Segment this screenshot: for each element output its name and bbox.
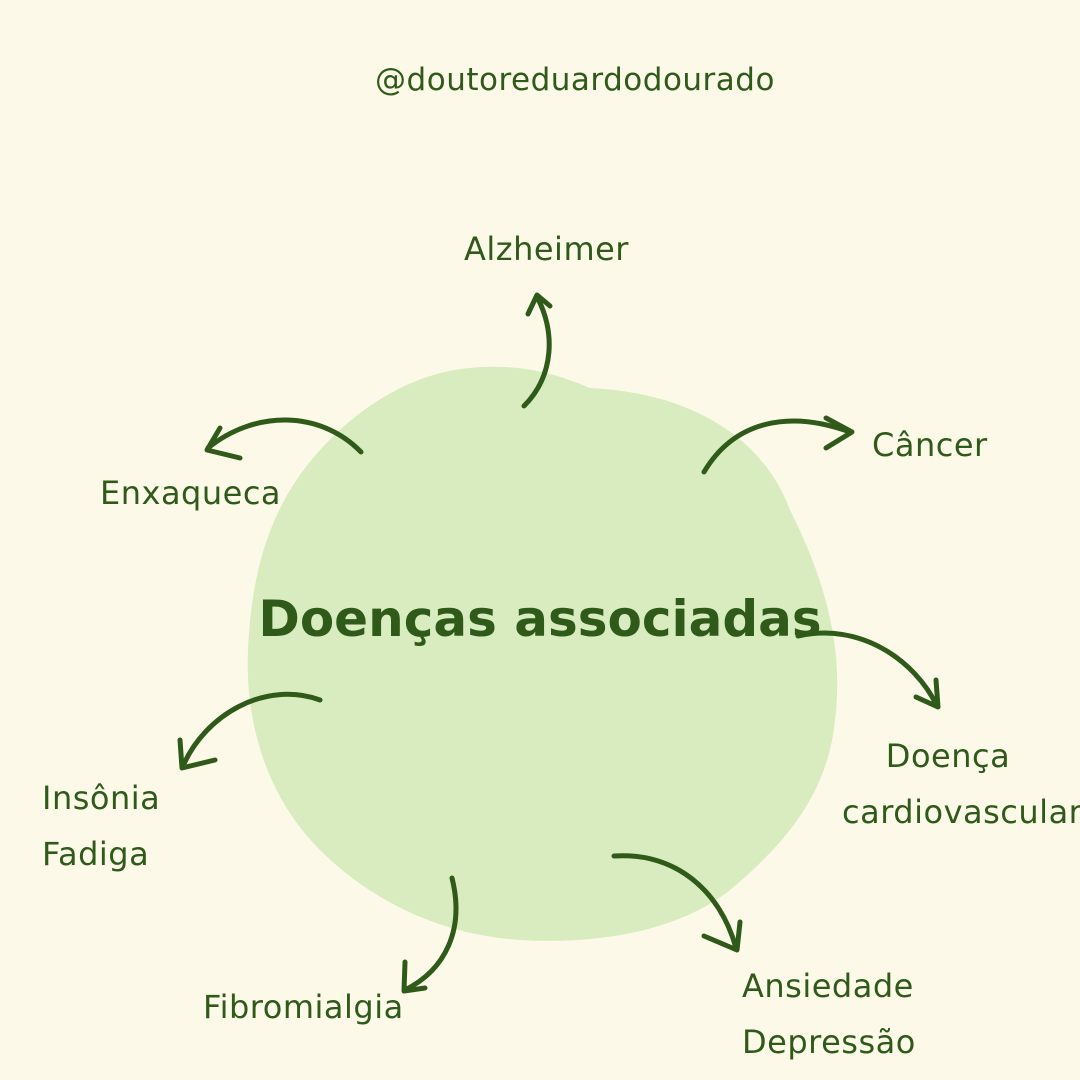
item-alzheimer-label: Alzheimer — [464, 230, 629, 268]
item-alzheimer: Alzheimer — [464, 230, 629, 268]
item-doenca-cardiovascular: Doença cardiovascular — [842, 728, 1080, 840]
arrow-insonia-fadiga — [177, 691, 323, 771]
item-doenca-cardiovascular-line-2: cardiovascular — [842, 793, 1080, 831]
arrow-enxaqueca — [204, 417, 364, 461]
arrow-doenca-cardiovascular — [795, 630, 941, 710]
item-ansiedade-depressao: Ansiedade Depressão — [742, 958, 916, 1070]
item-cancer-label: Câncer — [872, 426, 988, 464]
arrow-cancer — [701, 415, 855, 475]
item-fibromialgia: Fibromialgia — [203, 988, 404, 1026]
item-insonia-fadiga-line-2: Fadiga — [42, 835, 150, 873]
arrow-alzheimer — [521, 292, 553, 409]
diagram-title: Doenças associadas — [258, 590, 822, 648]
item-ansiedade-depressao-line-1: Ansiedade — [742, 967, 914, 1005]
item-insonia-fadiga-line-1: Insônia — [42, 779, 161, 817]
item-fibromialgia-label: Fibromialgia — [203, 988, 404, 1026]
item-cancer: Câncer — [872, 426, 988, 464]
item-enxaqueca-label: Enxaqueca — [100, 474, 282, 512]
item-insonia-fadiga: Insônia Fadiga — [42, 770, 160, 882]
author-handle: @doutoreduardodourado — [375, 62, 775, 98]
center-blob-shape — [247, 366, 838, 941]
arrow-ansiedade-depressao — [611, 853, 743, 953]
item-doenca-cardiovascular-line-1: Doença — [885, 737, 1011, 775]
arrow-fibromialgia — [401, 875, 459, 994]
item-enxaqueca: Enxaqueca — [100, 474, 281, 512]
item-ansiedade-depressao-line-2: Depressão — [742, 1023, 916, 1061]
